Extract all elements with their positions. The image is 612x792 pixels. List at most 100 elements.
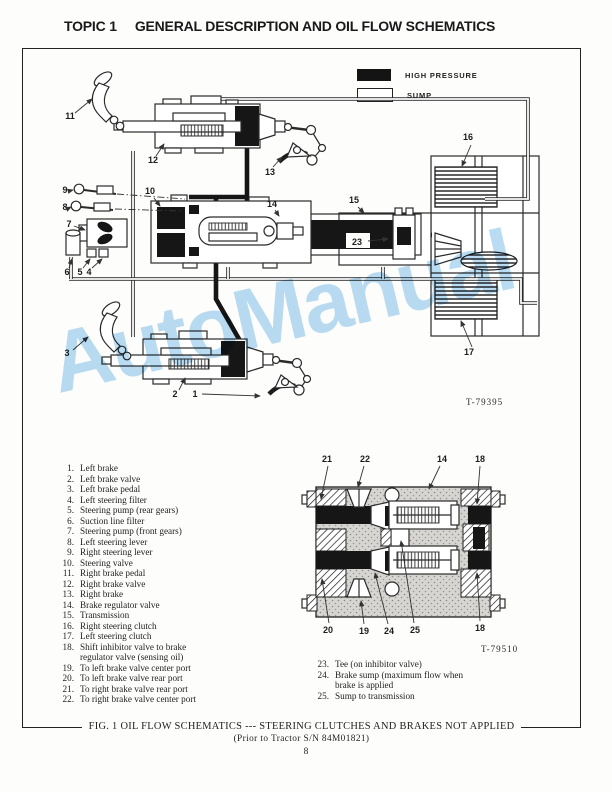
part-label: Steering pump (front gears) xyxy=(80,526,182,536)
parts-list-item: 8. Left steering lever xyxy=(56,537,306,548)
part-label: Suction line filter xyxy=(80,515,145,526)
parts-list-left: 1. Left brake 2. Left brake valve 3. Lef… xyxy=(56,463,306,705)
part-number: 22. xyxy=(62,694,74,704)
parts-list-item: 6. Suction line filter xyxy=(56,516,306,527)
part-label: Left steering lever xyxy=(80,536,148,547)
callout-5: 5 xyxy=(77,267,82,277)
part-label: To right brake valve rear port xyxy=(80,683,188,694)
left-steering-lever xyxy=(70,200,114,212)
parts-list-item: 7. Steering pump (front gears) xyxy=(56,526,306,537)
main-schematic: 11 12 13 9 8 7 10 6 5 4 14 xyxy=(62,71,540,399)
part-label: To right brake valve center port xyxy=(80,694,196,704)
part-label: Left steering filter xyxy=(80,494,147,505)
callout-17: 17 xyxy=(464,347,474,357)
part-label: Right steering lever xyxy=(80,547,153,557)
inset-schematic: 21 22 14 18 20 19 24 25 18 xyxy=(301,454,506,636)
ref-code-main: T-79395 xyxy=(466,397,504,407)
right-steering-lever xyxy=(73,183,117,195)
parts-list-item: 13. Right brake xyxy=(56,589,306,600)
parts-list-item: 4. Left steering filter xyxy=(56,495,306,506)
part-label: Steering valve xyxy=(80,557,133,568)
pressure-gallery-lower xyxy=(316,551,387,569)
figure-frame: HIGH PRESSURE SUMP xyxy=(22,48,581,744)
left-brake-valve-assembly xyxy=(99,301,312,396)
callout-7: 7 xyxy=(66,219,71,229)
right-brake-valve-assembly xyxy=(91,71,327,166)
inset-callout-19: 19 xyxy=(359,626,369,636)
parts-list-item: 2. Left brake valve xyxy=(56,474,306,485)
part-number: 21. xyxy=(62,683,74,694)
upper-spool xyxy=(370,500,460,531)
topic-label: TOPIC 1 xyxy=(64,18,117,34)
inset-callout-20: 20 xyxy=(323,625,333,635)
main-callouts: 11 12 13 9 8 7 10 6 5 4 14 xyxy=(62,98,474,399)
steering-valve-assembly xyxy=(70,183,312,269)
inset-callout-14: 14 xyxy=(437,454,447,464)
clutch-housing xyxy=(430,155,540,337)
tee-fitting xyxy=(392,207,416,260)
inset-callout-18-top: 18 xyxy=(475,454,485,464)
part-number: 13. xyxy=(62,589,74,599)
callout-1: 1 xyxy=(192,389,197,399)
legend-row-high-pressure: HIGH PRESSURE xyxy=(357,69,478,81)
bevel-gear xyxy=(434,232,518,271)
part-label: Right steering clutch xyxy=(80,620,157,631)
part-number: 18. xyxy=(62,641,74,652)
part-number: 11. xyxy=(62,568,74,578)
sump-label: SUMP xyxy=(407,90,432,100)
inset-callout-25: 25 xyxy=(410,625,420,635)
part-number: 7. xyxy=(67,526,74,536)
left-brake-pedal xyxy=(99,301,132,361)
part-number: 25. xyxy=(317,690,329,701)
right-steering-clutch-pack xyxy=(434,166,498,208)
part-label: Transmission xyxy=(80,610,130,620)
inset-callout-18-bottom: 18 xyxy=(475,623,485,633)
parts-list-item: 23. Tee (on inhibitor valve) xyxy=(311,659,571,670)
transmission xyxy=(298,207,432,266)
callout-11: 11 xyxy=(65,111,75,121)
callout-9: 9 xyxy=(62,185,67,195)
part-label: Right brake valve xyxy=(80,578,146,589)
part-label: Left brake valve xyxy=(80,473,141,484)
ref-code-inset: T-79510 xyxy=(481,644,519,654)
part-label: Right brake xyxy=(80,589,124,599)
part-label: Brake sump (maximum flow when brake is a… xyxy=(335,669,464,691)
steering-pumps xyxy=(65,218,128,258)
parts-list-item: 17. Left steering clutch xyxy=(56,631,306,642)
part-number: 5. xyxy=(67,505,74,515)
part-number: 16. xyxy=(62,620,74,631)
part-number: 23. xyxy=(317,659,329,669)
inset-callout-22: 22 xyxy=(360,454,370,464)
callout-13: 13 xyxy=(265,167,275,177)
part-label: Left brake pedal xyxy=(80,484,141,494)
callout-3: 3 xyxy=(64,348,69,358)
part-label: Tee (on inhibitor valve) xyxy=(335,659,422,669)
parts-list-item: 20. To left brake valve rear port xyxy=(56,673,306,684)
parts-list-item: 19. To left brake valve center port xyxy=(56,663,306,674)
part-label: Shift inhibitor valve to brake regulator… xyxy=(80,641,187,663)
parts-list-item: 5. Steering pump (rear gears) xyxy=(56,505,306,516)
high-pressure-label: HIGH PRESSURE xyxy=(405,70,478,80)
rear-port-lower xyxy=(346,578,372,598)
part-number: 15. xyxy=(62,610,74,620)
part-label: Brake regulator valve xyxy=(80,599,160,610)
figure-caption: FIG. 1 OIL FLOW SCHEMATICS --- STEERING … xyxy=(23,716,580,744)
part-label: Steering pump (rear gears) xyxy=(80,505,179,515)
right-brake-pedal xyxy=(91,71,125,131)
part-label: Left brake xyxy=(80,463,119,473)
part-number: 8. xyxy=(67,536,74,547)
part-number: 3. xyxy=(67,484,74,494)
suction-line-filter xyxy=(65,229,81,256)
sump-lines xyxy=(69,97,537,337)
inset-callouts: 21 22 14 18 20 19 24 25 18 xyxy=(319,454,485,636)
regulator-valve-section xyxy=(301,486,506,618)
callout-10: 10 xyxy=(145,186,155,196)
part-number: 17. xyxy=(62,631,74,641)
parts-list-item: 25. Sump to transmission xyxy=(311,691,571,702)
callout-16: 16 xyxy=(463,132,473,142)
inset-callout-24: 24 xyxy=(384,626,394,636)
caption-line1: FIG. 1 OIL FLOW SCHEMATICS --- STEERING … xyxy=(81,721,522,732)
callout-2: 2 xyxy=(172,389,177,399)
